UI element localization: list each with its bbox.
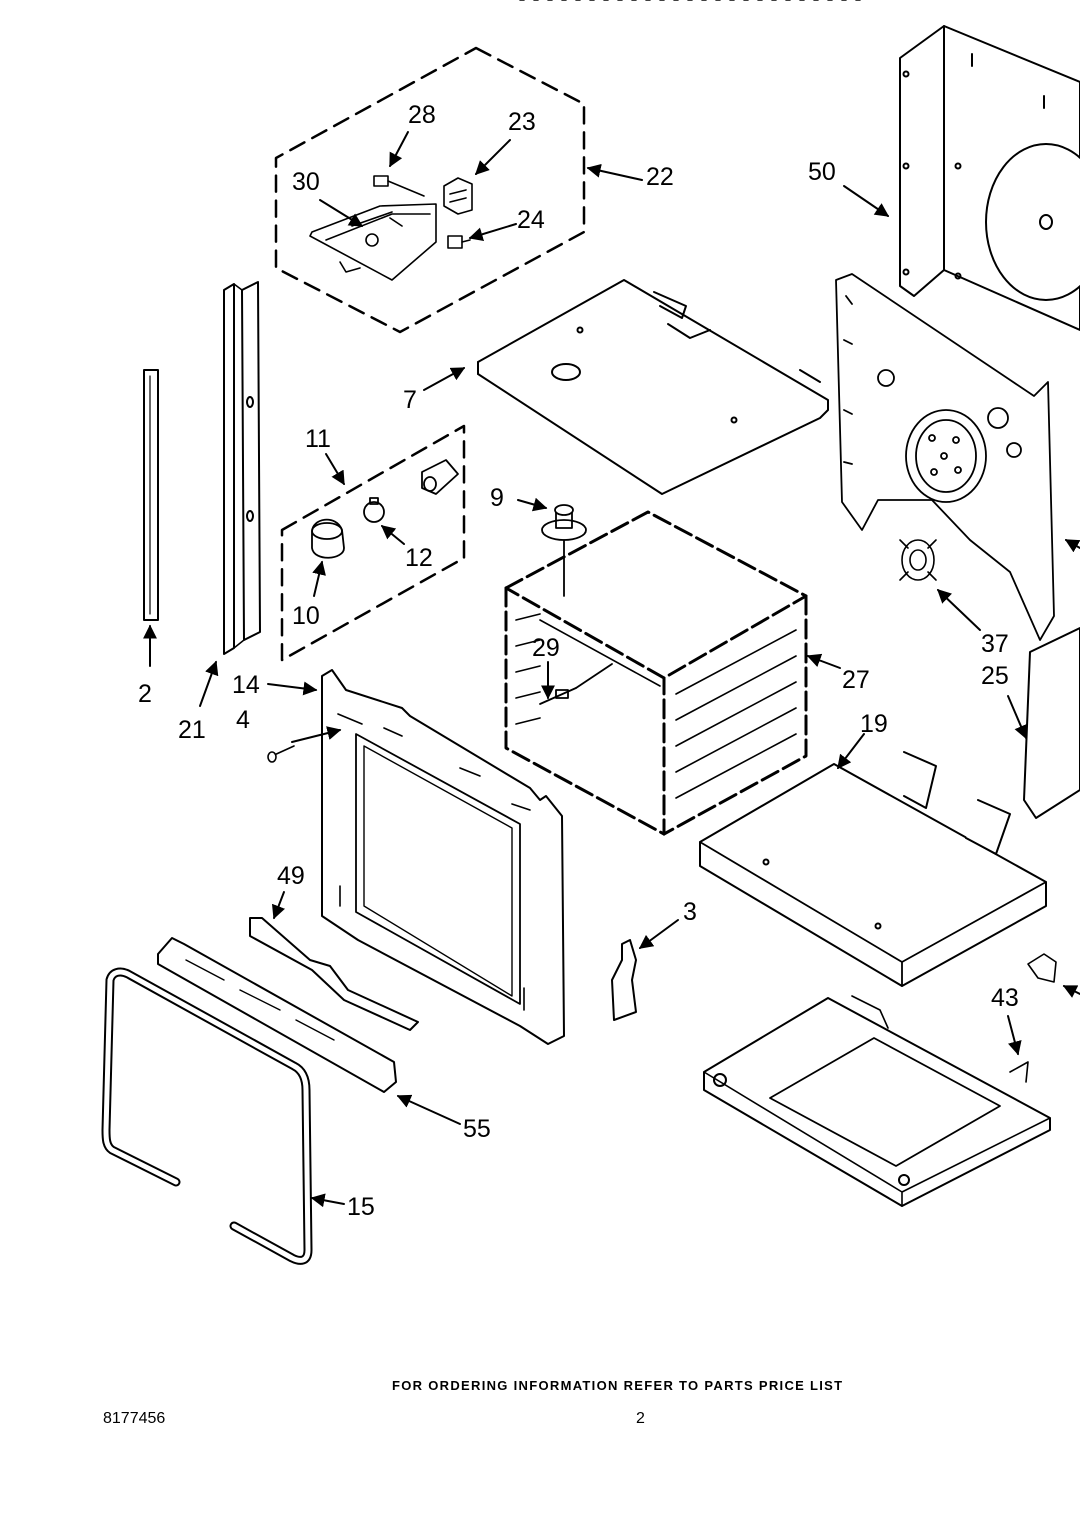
lamp-10-part [311,518,345,559]
bottom-panel-19 [699,751,1047,987]
leader-23 [475,139,511,175]
callout-50: 50 [808,158,836,186]
leader-49 [271,891,286,920]
callout-37: 37 [981,630,1009,658]
callout-11: 11 [305,425,331,453]
leader-offpage-2 [1064,539,1080,553]
element-9-part [541,504,587,597]
bottom-tray-43 [703,995,1051,1207]
callout-24: 24 [517,206,545,234]
callout-2: 2 [138,680,152,708]
switch-23-part [443,177,473,215]
rear-fan-panel [835,273,1055,641]
callout-3: 3 [683,898,697,926]
document-number: 8177456 [103,1410,166,1427]
callout-25: 25 [981,662,1009,690]
callout-21: 21 [178,716,206,744]
callout-43: 43 [991,984,1019,1012]
leader-21 [199,660,219,707]
leader-27 [806,653,841,669]
thermostat-bracket-part [309,203,437,281]
leader-14 [267,681,318,696]
callout-9: 9 [490,484,504,512]
leader-30 [319,199,364,227]
leader-55 [396,1094,461,1125]
ordering-info-note: FOR ORDERING INFORMATION REFER TO PARTS … [392,1378,844,1393]
leader-4 [291,726,342,743]
callout-23: 23 [508,108,536,136]
rail-2 [143,369,159,621]
leader-19 [837,733,865,770]
leader-37 [936,589,981,631]
group-22-dashed-box [274,46,586,334]
callout-27: 27 [842,666,870,694]
connector-24-part [447,235,471,249]
side-panel-25 [1023,627,1080,819]
callout-55: 55 [463,1115,491,1143]
sensor-28-part [373,175,425,197]
trim-49 [249,917,419,1031]
front-frame-14 [321,669,565,1045]
callout-4: 4 [236,706,250,734]
door-gasket-15-inner [103,969,311,1263]
bulb-12-part [363,497,385,523]
callout-28: 28 [408,101,436,129]
group-11-dashed-box [280,424,466,662]
callout-15: 15 [347,1193,375,1221]
callout-22: 22 [646,163,674,191]
callout-49: 49 [277,862,305,890]
channel-21 [223,281,261,655]
callout-7: 7 [403,386,417,414]
socket-11-part [421,459,459,495]
back-panel-50 [899,25,1080,331]
leader-24 [468,223,517,242]
leader-offpage [1062,985,1080,998]
leader-50 [843,185,890,217]
leader-22 [586,163,643,181]
callout-30: 30 [292,168,320,196]
leader-10 [312,560,326,597]
leader-7 [423,367,466,391]
leader-lines [143,131,1028,1208]
leader-9 [517,497,548,512]
callout-19: 19 [860,710,888,738]
callout-29: 29 [532,634,560,662]
vent-slots [185,959,335,1041]
leader-43 [1007,1015,1022,1056]
leader-11 [325,453,345,486]
oven-cavity-27 [504,510,808,836]
leader-28 [389,131,409,168]
callout-14: 14 [232,671,260,699]
clip-part [1027,953,1057,983]
leader-12 [380,525,405,545]
callout-10: 10 [292,602,320,630]
top-panel-7 [477,279,829,495]
heating-element-37 [899,539,937,581]
leader-15 [310,1193,345,1208]
oven-racks [515,613,797,799]
callout-12: 12 [405,544,433,572]
page-number: 2 [636,1410,645,1427]
screw-4-part [267,745,295,763]
leader-25 [1007,695,1028,740]
sensor-29-part [539,663,613,705]
bracket-3 [611,939,637,1021]
leader-3 [638,919,679,949]
